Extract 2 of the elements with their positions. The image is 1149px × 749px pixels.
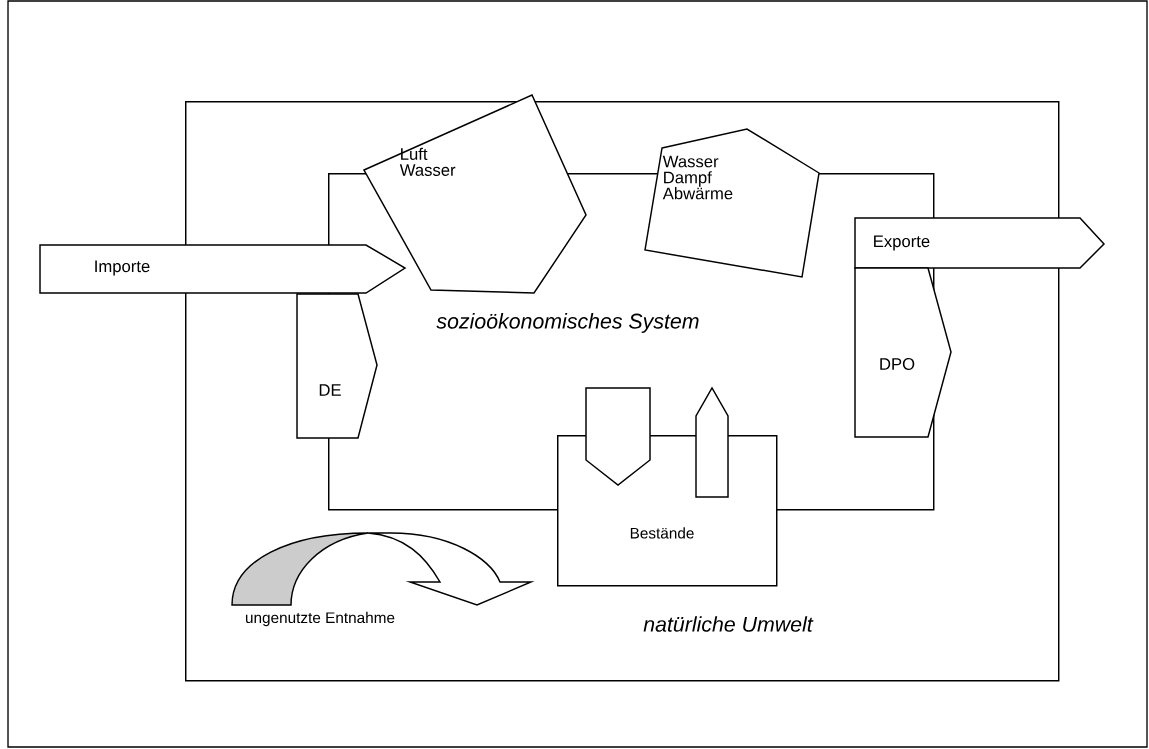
arrow-caption: ungenutzte Entnahme: [246, 611, 395, 627]
block-arrow: [585, 387, 651, 486]
